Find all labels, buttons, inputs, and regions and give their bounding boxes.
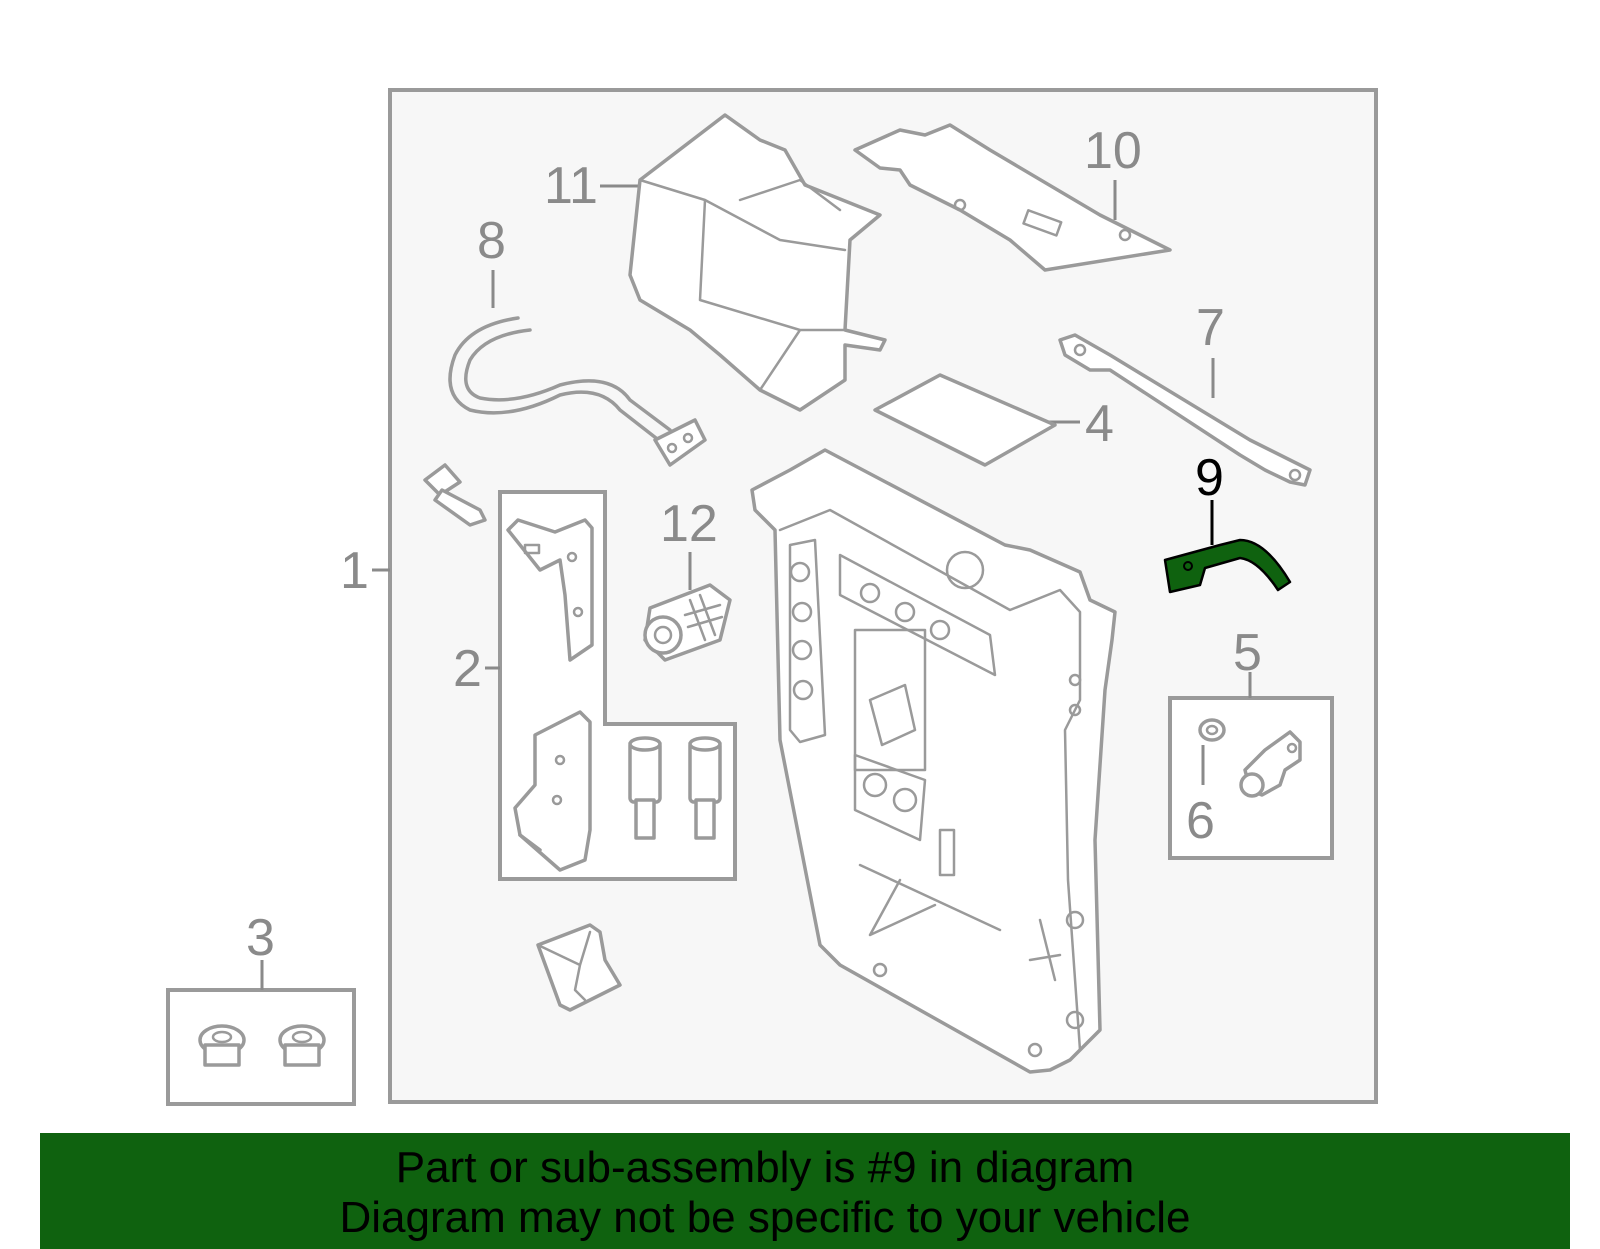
callout-2: 2 — [453, 640, 482, 698]
part-4-pad — [873, 373, 1057, 467]
part-6-washer — [1198, 718, 1226, 742]
callout-11: 11 — [544, 157, 598, 215]
callout-3: 3 — [246, 909, 275, 967]
part-1-housing — [750, 448, 1117, 1074]
parts-diagram — [166, 88, 1378, 1106]
callout-9: 9 — [1195, 449, 1224, 507]
part-2-brackets — [506, 518, 722, 872]
part-3-box — [166, 988, 356, 1106]
callout-7: 7 — [1196, 299, 1225, 357]
callout-10: 10 — [1084, 122, 1142, 180]
callout-12: 12 — [660, 495, 718, 553]
callout-4: 4 — [1085, 395, 1114, 453]
info-banner: Part or sub-assembly is #9 in diagram Di… — [40, 1133, 1570, 1249]
small-bracket — [536, 923, 622, 1012]
part-12-connector — [643, 583, 732, 662]
part-10-bracket — [853, 123, 1172, 272]
banner-line-1: Part or sub-assembly is #9 in diagram — [395, 1143, 1135, 1192]
banner-line-2: Diagram may not be specific to your vehi… — [339, 1193, 1191, 1242]
part-8-rod — [448, 316, 707, 467]
part-9-bracket — [1163, 538, 1292, 594]
part-5-sensor — [1239, 730, 1302, 798]
part-3-grommets — [198, 1024, 326, 1067]
part-7-strap — [1058, 333, 1312, 487]
callout-6: 6 — [1186, 792, 1215, 850]
callout-1: 1 — [340, 542, 369, 600]
callout-5: 5 — [1233, 624, 1262, 682]
callout-8: 8 — [477, 212, 506, 270]
part-11-shield — [628, 113, 887, 412]
bolt — [423, 463, 487, 527]
